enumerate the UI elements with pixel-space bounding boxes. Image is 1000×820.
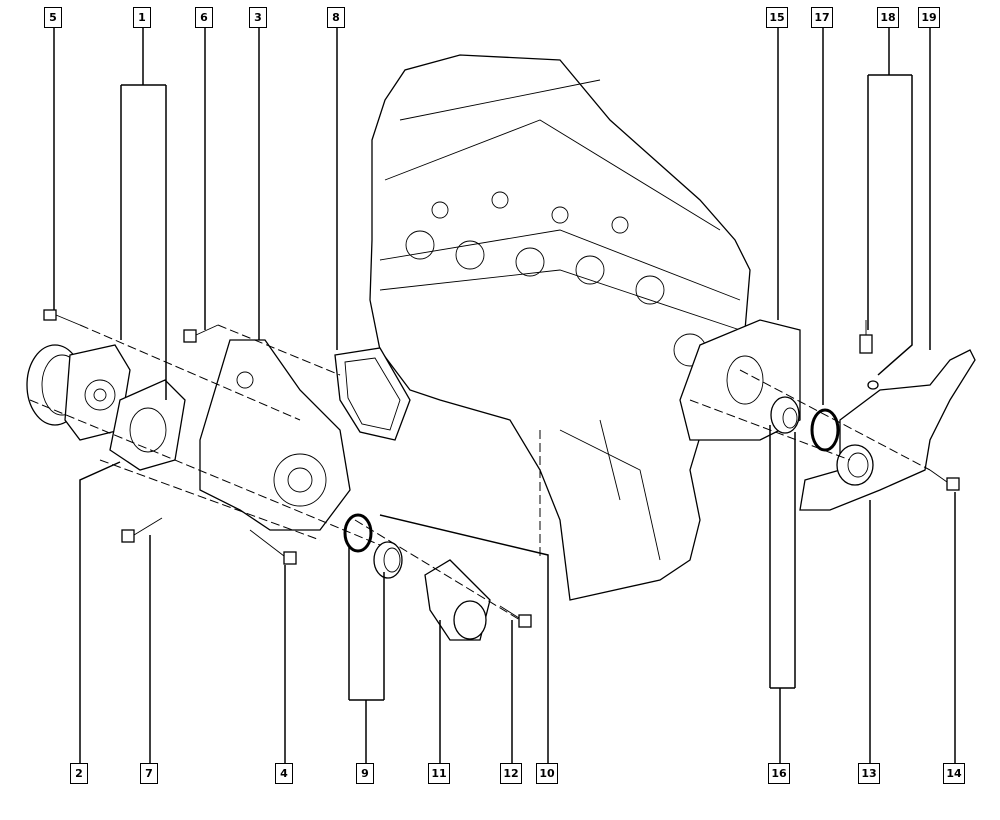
callout-3: 3	[249, 7, 267, 28]
callout-1: 1	[133, 7, 151, 28]
water-pump	[26, 344, 131, 441]
callout-4: 4	[275, 763, 293, 784]
callout-18: 18	[877, 7, 899, 28]
callout-6: 6	[195, 7, 213, 28]
engine-block	[369, 54, 751, 601]
leader-lines	[53, 27, 956, 763]
callout-11: 11	[428, 763, 450, 784]
callout-13: 13	[858, 763, 880, 784]
callout-12: 12	[500, 763, 522, 784]
thermostat-cover	[424, 559, 491, 641]
housing-gasket	[334, 347, 411, 441]
thermostat	[373, 541, 403, 579]
callout-5: 5	[44, 7, 62, 28]
water-pump-housing	[199, 339, 351, 531]
callout-14: 14	[943, 763, 965, 784]
callout-7: 7	[140, 763, 158, 784]
callout-19: 19	[918, 7, 940, 28]
callout-16: 16	[768, 763, 790, 784]
water-outlet-housing	[799, 349, 976, 511]
bolts	[43, 309, 960, 628]
callout-10: 10	[536, 763, 558, 784]
callout-17: 17	[811, 7, 833, 28]
o-ring-9	[343, 513, 373, 553]
callout-9: 9	[356, 763, 374, 784]
part-16	[770, 396, 800, 434]
o-ring-17	[810, 408, 840, 452]
callout-15: 15	[766, 7, 788, 28]
callout-2: 2	[70, 763, 88, 784]
assembly-lines	[29, 324, 931, 621]
callout-8: 8	[327, 7, 345, 28]
